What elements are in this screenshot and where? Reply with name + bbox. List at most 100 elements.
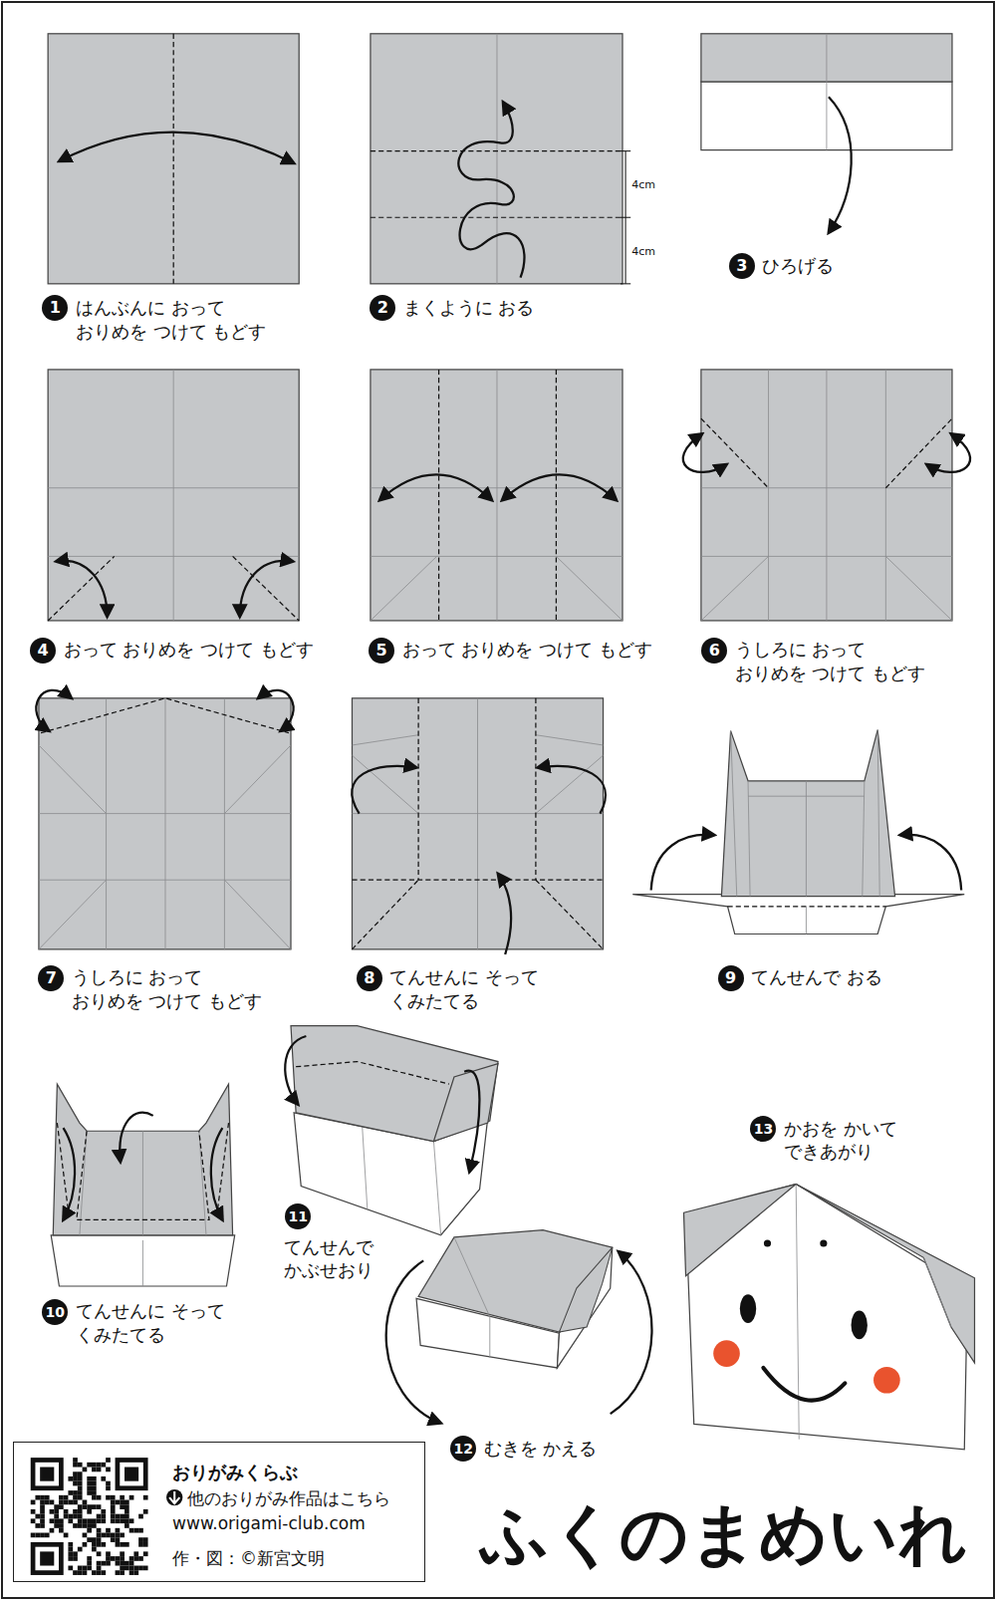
qr-code-part (119, 1503, 125, 1509)
qr-code-part (53, 1508, 59, 1514)
qr-code-part (124, 1522, 130, 1528)
qr-code-part (143, 1541, 149, 1547)
step11-figure-part (295, 1061, 450, 1085)
step2-figure-part (370, 217, 623, 219)
qr-code-part (91, 1503, 97, 1509)
step10-figure-part (63, 1127, 76, 1220)
qr-code-part (77, 1517, 83, 1523)
qr-code-part (100, 1541, 106, 1547)
dimension-label: 4cm (631, 178, 656, 192)
qr-code-part (96, 1560, 102, 1566)
step6-figure-part-part (825, 369, 827, 621)
qr-code-part (39, 1503, 45, 1509)
qr-code-part (100, 1532, 106, 1538)
step9-figure-part (728, 905, 887, 907)
qr-code-part (58, 1499, 64, 1505)
qr-code-part (133, 1527, 139, 1533)
qr-code-part (115, 1513, 121, 1519)
step1-figure (47, 33, 299, 284)
qr-code-part (91, 1490, 97, 1495)
down-arrow-icon (166, 1489, 183, 1505)
qr-code-part (72, 1550, 78, 1556)
step7-figure-part-part (224, 879, 291, 950)
step4-figure-part-part (233, 555, 300, 621)
step8-figure-part (537, 765, 606, 814)
step6-figure (683, 369, 971, 621)
qr-code-part (110, 1499, 116, 1505)
step12-figure-part-part (489, 1316, 491, 1358)
step11-figure (284, 1025, 498, 1236)
step9-figure-part-part (877, 730, 880, 897)
qr-code-part (100, 1508, 106, 1514)
step-number: 2 (369, 294, 396, 321)
qr-code-part (67, 1565, 73, 1571)
title: ふくのまめいれ (480, 1499, 969, 1568)
step13-figure-part (740, 1293, 756, 1323)
step5-figure-part-part (496, 369, 498, 621)
qr-code-part (143, 1550, 149, 1556)
dimension-label: 4cm (631, 245, 656, 258)
step5-figure-part (379, 474, 493, 500)
qr-code-part (138, 1565, 144, 1571)
qr-code-part (34, 1532, 40, 1538)
qr-code-part (72, 1569, 78, 1575)
step-number: 7 (37, 965, 64, 992)
qr-code-part (53, 1503, 59, 1509)
step12-figure-part-part (454, 1237, 491, 1317)
qr-code-part (67, 1541, 73, 1547)
qr-code-part (133, 1565, 139, 1571)
qr-code-part (115, 1555, 121, 1561)
qr-code-part (82, 1499, 88, 1505)
step4-figure-part-part (47, 487, 299, 489)
step7-figure-part-part (164, 698, 166, 950)
qr-code-part (129, 1565, 135, 1571)
qr-code-part (96, 1462, 102, 1468)
step8-figure-part-part (534, 698, 536, 880)
qr-code-part (110, 1517, 116, 1523)
qr-code-part (100, 1517, 106, 1523)
step12-figure (386, 1230, 653, 1424)
qr-code-part (105, 1527, 111, 1533)
figure-part (30, 33, 976, 1575)
step2-figure-part (370, 150, 623, 152)
step13-figure-part-part (923, 1256, 952, 1327)
step8-figure-part (498, 873, 511, 955)
step8-figure-part-part (535, 735, 604, 746)
step10-figure-part (56, 1122, 229, 1220)
qr-code-part (77, 1565, 83, 1571)
qr-code-part (91, 1485, 97, 1491)
qr-code-part (34, 1513, 40, 1519)
step11-figure-part (284, 1035, 306, 1105)
qr-code-part (110, 1532, 116, 1538)
qr-code-part (67, 1490, 73, 1495)
step8-figure-part (351, 765, 417, 814)
step8-figure-part-part (351, 879, 603, 881)
qr-code-part (115, 1536, 121, 1542)
step-number-text: 3 (736, 257, 747, 274)
step5-figure-part (370, 369, 623, 621)
qr-code-part (77, 1522, 83, 1528)
qr-code-part (86, 1490, 92, 1495)
qr-code-part (44, 1494, 50, 1500)
qr-code-part (105, 1481, 111, 1487)
qr-code-part (53, 1517, 59, 1523)
qr-code-part (67, 1555, 73, 1561)
qr-code-part (82, 1565, 88, 1571)
qr-code-part (91, 1494, 97, 1500)
qr-code-part (119, 1565, 125, 1571)
qr-code-part (49, 1508, 55, 1514)
qr-code-part (124, 1499, 130, 1505)
qr-code-part (133, 1550, 139, 1556)
qr-code-part (86, 1462, 92, 1468)
qr-code-part (143, 1536, 149, 1542)
step1-figure-part (173, 33, 175, 284)
qr-code-part (91, 1517, 97, 1523)
site-url: www.origami-club.com (172, 1512, 366, 1533)
qr-code-part (96, 1536, 102, 1542)
qr-code-part (67, 1517, 73, 1523)
step9-figure-part (632, 894, 965, 935)
step-number: 3 (729, 252, 755, 279)
qr-code-part (86, 1476, 92, 1482)
qr-code-part (105, 1560, 111, 1566)
